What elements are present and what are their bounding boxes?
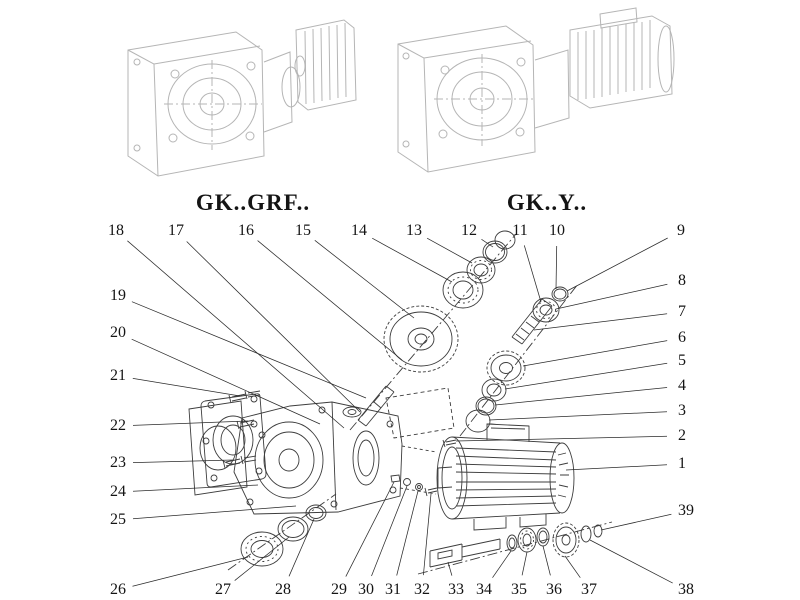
callout-3: 3 — [678, 402, 686, 419]
callout-33: 33 — [448, 581, 464, 598]
output-shaft-stack-drawing — [417, 521, 613, 575]
callout-36: 36 — [546, 581, 562, 598]
callout-28: 28 — [275, 581, 291, 598]
callout-12: 12 — [461, 222, 477, 239]
callout-23: 23 — [110, 454, 126, 471]
callout-11: 11 — [512, 222, 528, 239]
callout-18: 18 — [108, 222, 124, 239]
callout-15: 15 — [295, 222, 311, 239]
callout-30: 30 — [358, 581, 374, 598]
input-pinion-stack-drawing — [459, 283, 579, 437]
callout-16: 16 — [238, 222, 254, 239]
callout-26: 26 — [110, 581, 126, 598]
callout-21: 21 — [110, 367, 126, 384]
callout-32: 32 — [414, 581, 430, 598]
callout-4: 4 — [678, 377, 686, 394]
housing-drawing — [233, 387, 455, 515]
callout-19: 19 — [110, 287, 126, 304]
callout-34: 34 — [476, 581, 492, 598]
callout-10: 10 — [549, 222, 565, 239]
callout-5: 5 — [678, 352, 686, 369]
callout-24: 24 — [110, 483, 126, 500]
callout-29: 29 — [331, 581, 347, 598]
intermediate-gear-stack-drawing — [349, 230, 517, 431]
callout-35: 35 — [511, 581, 527, 598]
callout-6: 6 — [678, 329, 686, 346]
callout-8: 8 — [678, 272, 686, 289]
callout-1: 1 — [678, 455, 686, 472]
motor-drawing — [436, 423, 575, 531]
overview-gk-grf-drawing — [127, 19, 357, 177]
callout-37: 37 — [581, 581, 597, 598]
callout-25: 25 — [110, 511, 126, 528]
callout-2: 2 — [678, 427, 686, 444]
callout-38: 38 — [678, 581, 694, 598]
callout-9: 9 — [677, 222, 685, 239]
overview-gk-y-drawing — [397, 7, 675, 173]
callout-20: 20 — [110, 324, 126, 341]
leader-lines-layer — [127, 237, 673, 587]
flange-cover-drawing — [188, 393, 267, 496]
output-bearing-rings-drawing — [227, 493, 337, 571]
callout-7: 7 — [678, 303, 686, 320]
callout-39: 39 — [678, 502, 694, 519]
flange-screws-drawing — [222, 390, 261, 469]
callout-27: 27 — [215, 581, 231, 598]
callout-14: 14 — [351, 222, 367, 239]
callout-13: 13 — [406, 222, 422, 239]
variant-label-gk-grf: GK..GRF.. — [195, 190, 311, 215]
fastener-parts-drawing — [390, 474, 438, 497]
callout-31: 31 — [385, 581, 401, 598]
variant-label-gk-y: GK..Y.. — [506, 190, 588, 215]
callout-22: 22 — [110, 417, 126, 434]
callout-17: 17 — [168, 222, 184, 239]
